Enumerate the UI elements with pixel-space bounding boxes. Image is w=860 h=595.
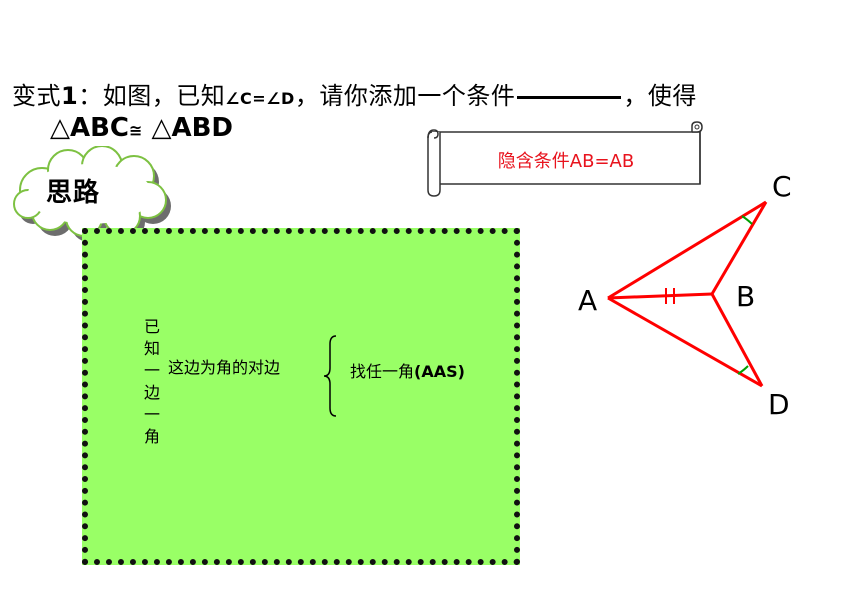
angle-condition: ∠C=∠D [225,89,295,108]
vertical-char: 角 [143,427,160,446]
angle-marks [737,215,753,375]
point-d-label: D [768,388,790,421]
problem-text-a: ：如图，已知 [78,82,226,110]
vertical-char: 一 [143,405,160,424]
triangle-abc: △ABC [50,113,130,143]
hint-scroll: 隐含条件AB=AB [424,120,708,198]
cloud-label: 思路 [46,178,101,208]
answer-blank [517,95,622,99]
vertical-char: 知 [143,339,160,358]
vertical-char: 边 [143,383,160,402]
problem-number: 1 [61,82,79,110]
figure-lines [607,200,768,388]
triangle-figure [607,200,768,388]
problem-text-b: ，请你添加一个条件 [294,82,516,110]
thinking-box [82,228,520,565]
problem-prefix: 变式 [12,82,61,110]
aas-label: 找任一角(AAS) [350,358,465,382]
problem-text-c: ，使得 [623,82,697,110]
equal-tick-marks [665,288,675,304]
point-c-label: C [772,170,792,203]
problem-statement: 变式1：如图，已知∠C=∠D，请你添加一个条件 ，使得 [12,76,697,111]
congruent-symbol: ≅ [129,121,143,140]
congruence-statement: △ABC≅ △ABD [50,113,233,143]
vertical-char: 一 [143,361,160,380]
vertical-label: 已 知 一 边 一 角 [142,316,162,448]
point-a-label: A [578,284,598,317]
aas-text: 找任一角 [350,362,415,381]
vertical-char: 已 [143,317,160,336]
aas-bold: (AAS) [414,362,465,381]
point-b-label: B [736,280,756,313]
hint-text: 隐含条件AB=AB [497,151,635,172]
scroll-shape [427,121,703,197]
brace-icon [323,335,337,417]
opposite-side-label: 这边为角的对边 [168,358,281,377]
triangle-abd: △ABD [151,113,234,143]
